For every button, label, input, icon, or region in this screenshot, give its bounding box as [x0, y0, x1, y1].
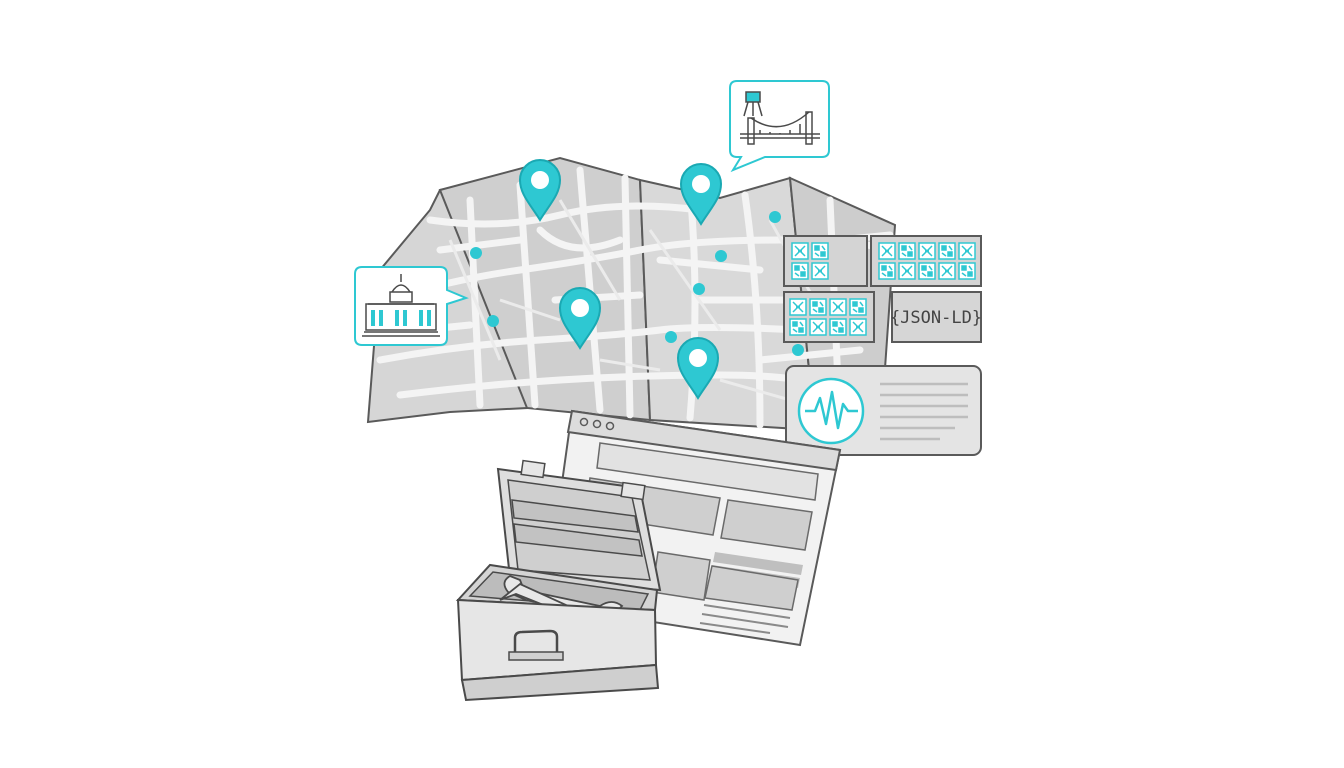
bridge-callout	[729, 80, 830, 173]
waveform-text-lines	[880, 382, 968, 441]
map-pin-icon	[518, 159, 562, 222]
qr-tile	[809, 298, 827, 316]
map-location-dots	[470, 211, 804, 356]
qr-code-icon	[789, 242, 976, 336]
courthouse-callout	[354, 266, 469, 346]
qr-tile	[878, 262, 896, 280]
qr-tile	[938, 262, 956, 280]
qr-tile	[918, 242, 936, 260]
qr-tile	[878, 242, 896, 260]
qr-tile	[958, 262, 976, 280]
bridge-water-tower-icon	[740, 91, 820, 145]
courthouse-icon	[362, 274, 440, 337]
qr-tile	[829, 318, 847, 336]
waveform-icon	[797, 377, 865, 445]
qr-tile	[898, 262, 916, 280]
qr-tile	[791, 262, 809, 280]
qr-tile	[811, 242, 829, 260]
toolbox-icon	[455, 459, 662, 702]
json-ld-card: {JSON-LD}	[890, 291, 982, 343]
qr-tile	[958, 242, 976, 260]
qr-tile	[809, 318, 827, 336]
qr-tile	[791, 242, 809, 260]
qr-tile	[849, 298, 867, 316]
qr-code-panels	[783, 235, 982, 343]
map-pin-icon	[676, 337, 720, 400]
qr-tile	[829, 298, 847, 316]
qr-tile	[918, 262, 936, 280]
qr-tile	[938, 242, 956, 260]
waveform-card	[785, 365, 982, 456]
qr-tile	[849, 318, 867, 336]
qr-tile	[789, 318, 807, 336]
qr-tile	[811, 262, 829, 280]
map-pin-icon	[679, 163, 723, 226]
json-ld-label: {JSON-LD}	[890, 308, 982, 328]
qr-tile	[898, 242, 916, 260]
map-pin-icon	[558, 287, 602, 350]
qr-tile	[789, 298, 807, 316]
